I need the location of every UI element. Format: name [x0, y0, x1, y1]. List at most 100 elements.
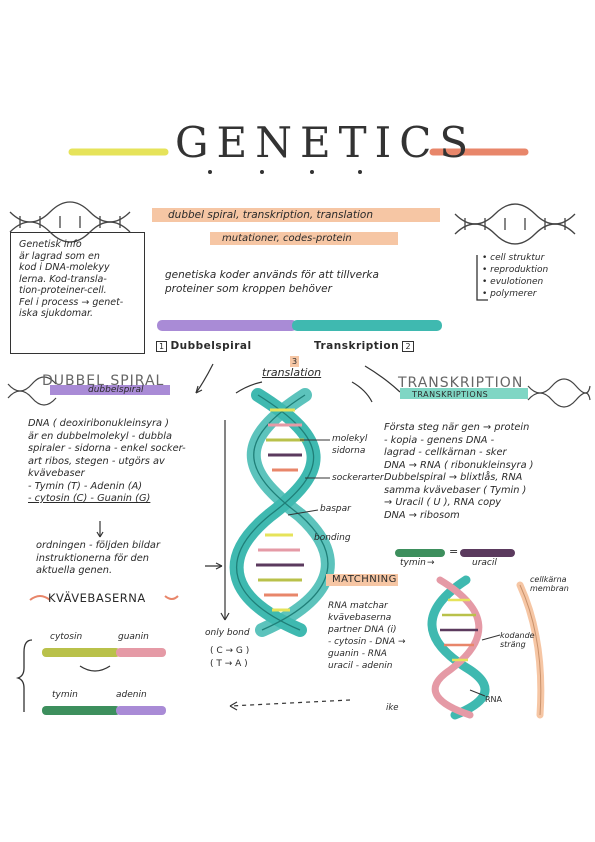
- dubbelspiral-label: 1 Dubbelspiral: [156, 340, 252, 354]
- list-item-cell-struktur: cell struktur: [490, 253, 545, 263]
- base-guanin-label: guanin: [118, 632, 149, 642]
- matchning-highlight: [326, 574, 398, 586]
- tr-line-6: samma kvävebaser ( Tymin ): [384, 484, 527, 496]
- small-helix-mid-left-icon: [7, 376, 57, 406]
- bond-pairs: ( C → G ) ( T → A ): [210, 645, 249, 671]
- subtitle-line-1: dubbel spiral, transkription, translatio…: [168, 209, 373, 221]
- tr-line-8: DNA → ribosom: [384, 509, 460, 521]
- helix-label-sockerarter: sockerarter: [332, 473, 384, 483]
- center-note-line-2: proteiner som kroppen behöver: [165, 283, 332, 295]
- match-line-6: uracil - adenin: [328, 661, 393, 671]
- order-description: ordningen - följden bildar instruktioner…: [36, 540, 160, 578]
- bond-pair-cg: ( C → G ): [210, 646, 250, 656]
- equals-glyph: =: [449, 545, 459, 558]
- info-line-7: iska sjukdomar.: [19, 308, 94, 319]
- cytosin-bar: [42, 648, 120, 657]
- order-line-3: aktuella genen.: [36, 565, 113, 576]
- center-note-line-1: genetiska koder används för att tillverk…: [165, 269, 379, 281]
- subtitle-highlight-1: [152, 208, 440, 222]
- match-line-2: kvävebaserna: [328, 613, 392, 623]
- transkription-label: Transkription 2: [314, 340, 414, 354]
- tymin-small-bar: [395, 549, 445, 557]
- guanin-bar: [116, 648, 166, 657]
- only-bond-label: only bond: [205, 628, 250, 638]
- right-function-list: • cell struktur • reproduktion • evuloti…: [482, 253, 549, 299]
- heading-matchning: MATCHNING: [332, 574, 397, 585]
- translation-number: 3: [290, 356, 300, 367]
- heading-transkriptions-small: TRANSKRIPTIONS: [412, 390, 489, 399]
- list-item-polymerer: polymerer: [490, 289, 537, 299]
- uracil-label: uracil: [472, 558, 497, 568]
- rna-helix-illustration: [427, 575, 490, 720]
- matchning-description: RNA matchar kvävebaserna partner DNA (i)…: [328, 600, 406, 672]
- dna-line-7: - cytosin (C) - Guanin (G): [28, 493, 151, 504]
- helix-label-molekyl: molekyl: [332, 434, 368, 444]
- dna-line-1: DNA ( deoxiribonukleinsyra ): [28, 418, 169, 429]
- info-line-3: kod i DNA-molekyy: [19, 262, 110, 273]
- base-tymin-label: tymin: [52, 690, 78, 700]
- dna-line-4: art ribos, stegen - utgörs av: [28, 455, 165, 467]
- bond-pair-ta: ( T → A ): [210, 659, 248, 669]
- tymin-bar: [42, 706, 120, 715]
- heading-dubbelspiral-small: dubbelspiral: [88, 385, 144, 395]
- dna-line-5: kvävebaser: [28, 468, 85, 479]
- dna-line-6: - Tymin (T) - Adenin (A): [28, 480, 143, 492]
- page-title: GENETICS: [175, 118, 477, 167]
- info-line-5: tion-proteiner-cell.: [19, 285, 107, 296]
- info-line-1: Genetisk info: [19, 239, 82, 250]
- small-helix-mid-right-icon: [527, 378, 591, 408]
- dna-description: DNA ( deoxiribonukleinsyra ) är en dubbe…: [28, 418, 186, 506]
- main-dna-helix-illustration: [229, 388, 335, 637]
- helix-label-bonding: bonding: [314, 533, 351, 543]
- tr-line-2: - kopia - genens DNA -: [384, 434, 495, 446]
- list-item-evulotionen: evulotionen: [490, 277, 544, 287]
- dubbelspiral-bar: [157, 320, 297, 331]
- dna-line-2: är en dubbelmolekyl - dubbla: [28, 430, 172, 442]
- cellkarna-membran-label: cellkärna membran: [530, 575, 569, 593]
- list-item-reproduktion: reproduktion: [490, 265, 549, 275]
- cell-membrane-curve: [516, 581, 545, 719]
- ike-label: ike: [386, 703, 399, 713]
- tr-line-1: Första steg när gen → protein: [384, 422, 530, 433]
- helix-label-baspar: baspar: [320, 504, 351, 514]
- dubbelspiral-heading-highlight: [50, 385, 170, 395]
- kodande-strang-label: kodande sträng: [500, 631, 535, 649]
- transkription-heading-highlight: [400, 388, 528, 399]
- small-helix-top-left-icon: [9, 201, 131, 243]
- arrow-glyph: →: [427, 558, 435, 568]
- dna-line-3: spiraler - sidorna - enkel socker-: [28, 443, 186, 454]
- subtitle-line-2: mutationer, codes-protein: [222, 233, 352, 244]
- info-line-2: är lagrad som en: [19, 250, 100, 262]
- match-line-5: guanin - RNA: [328, 649, 387, 659]
- tymin-label: tymin: [400, 558, 426, 568]
- helix-label-sidorna: sidorna: [332, 446, 366, 456]
- center-note: genetiska koder används för att tillverk…: [165, 268, 379, 296]
- transkription-description: Första steg när gen → protein - kopia - …: [384, 422, 534, 522]
- heading-transkription: TRANSKRIPTION: [398, 375, 524, 391]
- match-line-1: RNA matchar: [328, 601, 388, 611]
- order-line-1: ordningen - följden bildar: [36, 540, 160, 551]
- info-line-4: lerna. Kod-transla-: [19, 273, 107, 285]
- tr-line-3: lagrad - cellkärnan - sker: [384, 447, 507, 458]
- match-line-4: - cytosin - DNA →: [328, 637, 406, 647]
- heading-kvavebaserna: KVÄVEBASERNA: [48, 591, 146, 605]
- tr-line-4: DNA → RNA ( ribonukleinsyra ): [384, 459, 534, 471]
- small-helix-top-right-icon: [454, 203, 576, 245]
- transkription-bar: [292, 320, 442, 331]
- match-line-3: partner DNA (i): [328, 625, 397, 635]
- adenin-bar: [116, 706, 166, 715]
- tr-line-7: → Uracil ( U ), RNA copy: [384, 497, 502, 508]
- heading-dubbel-spiral: DUBBEL SPIRAL: [42, 373, 165, 389]
- uracil-small-bar: [460, 549, 515, 557]
- base-adenin-label: adenin: [116, 690, 147, 700]
- genetic-info-box: Genetisk info är lagrad som en kod i DNA…: [10, 232, 145, 354]
- rna-label: RNA: [485, 695, 503, 704]
- translation-label: translation: [262, 366, 322, 379]
- info-line-6: Fel i process → genet-: [19, 296, 124, 308]
- subtitle-highlight-2: [210, 232, 398, 245]
- base-cytosin-label: cytosin: [50, 632, 83, 642]
- order-line-2: instruktionerna för den: [36, 552, 149, 564]
- tr-line-5: Dubbelspiral → blixtlås, RNA: [384, 472, 523, 483]
